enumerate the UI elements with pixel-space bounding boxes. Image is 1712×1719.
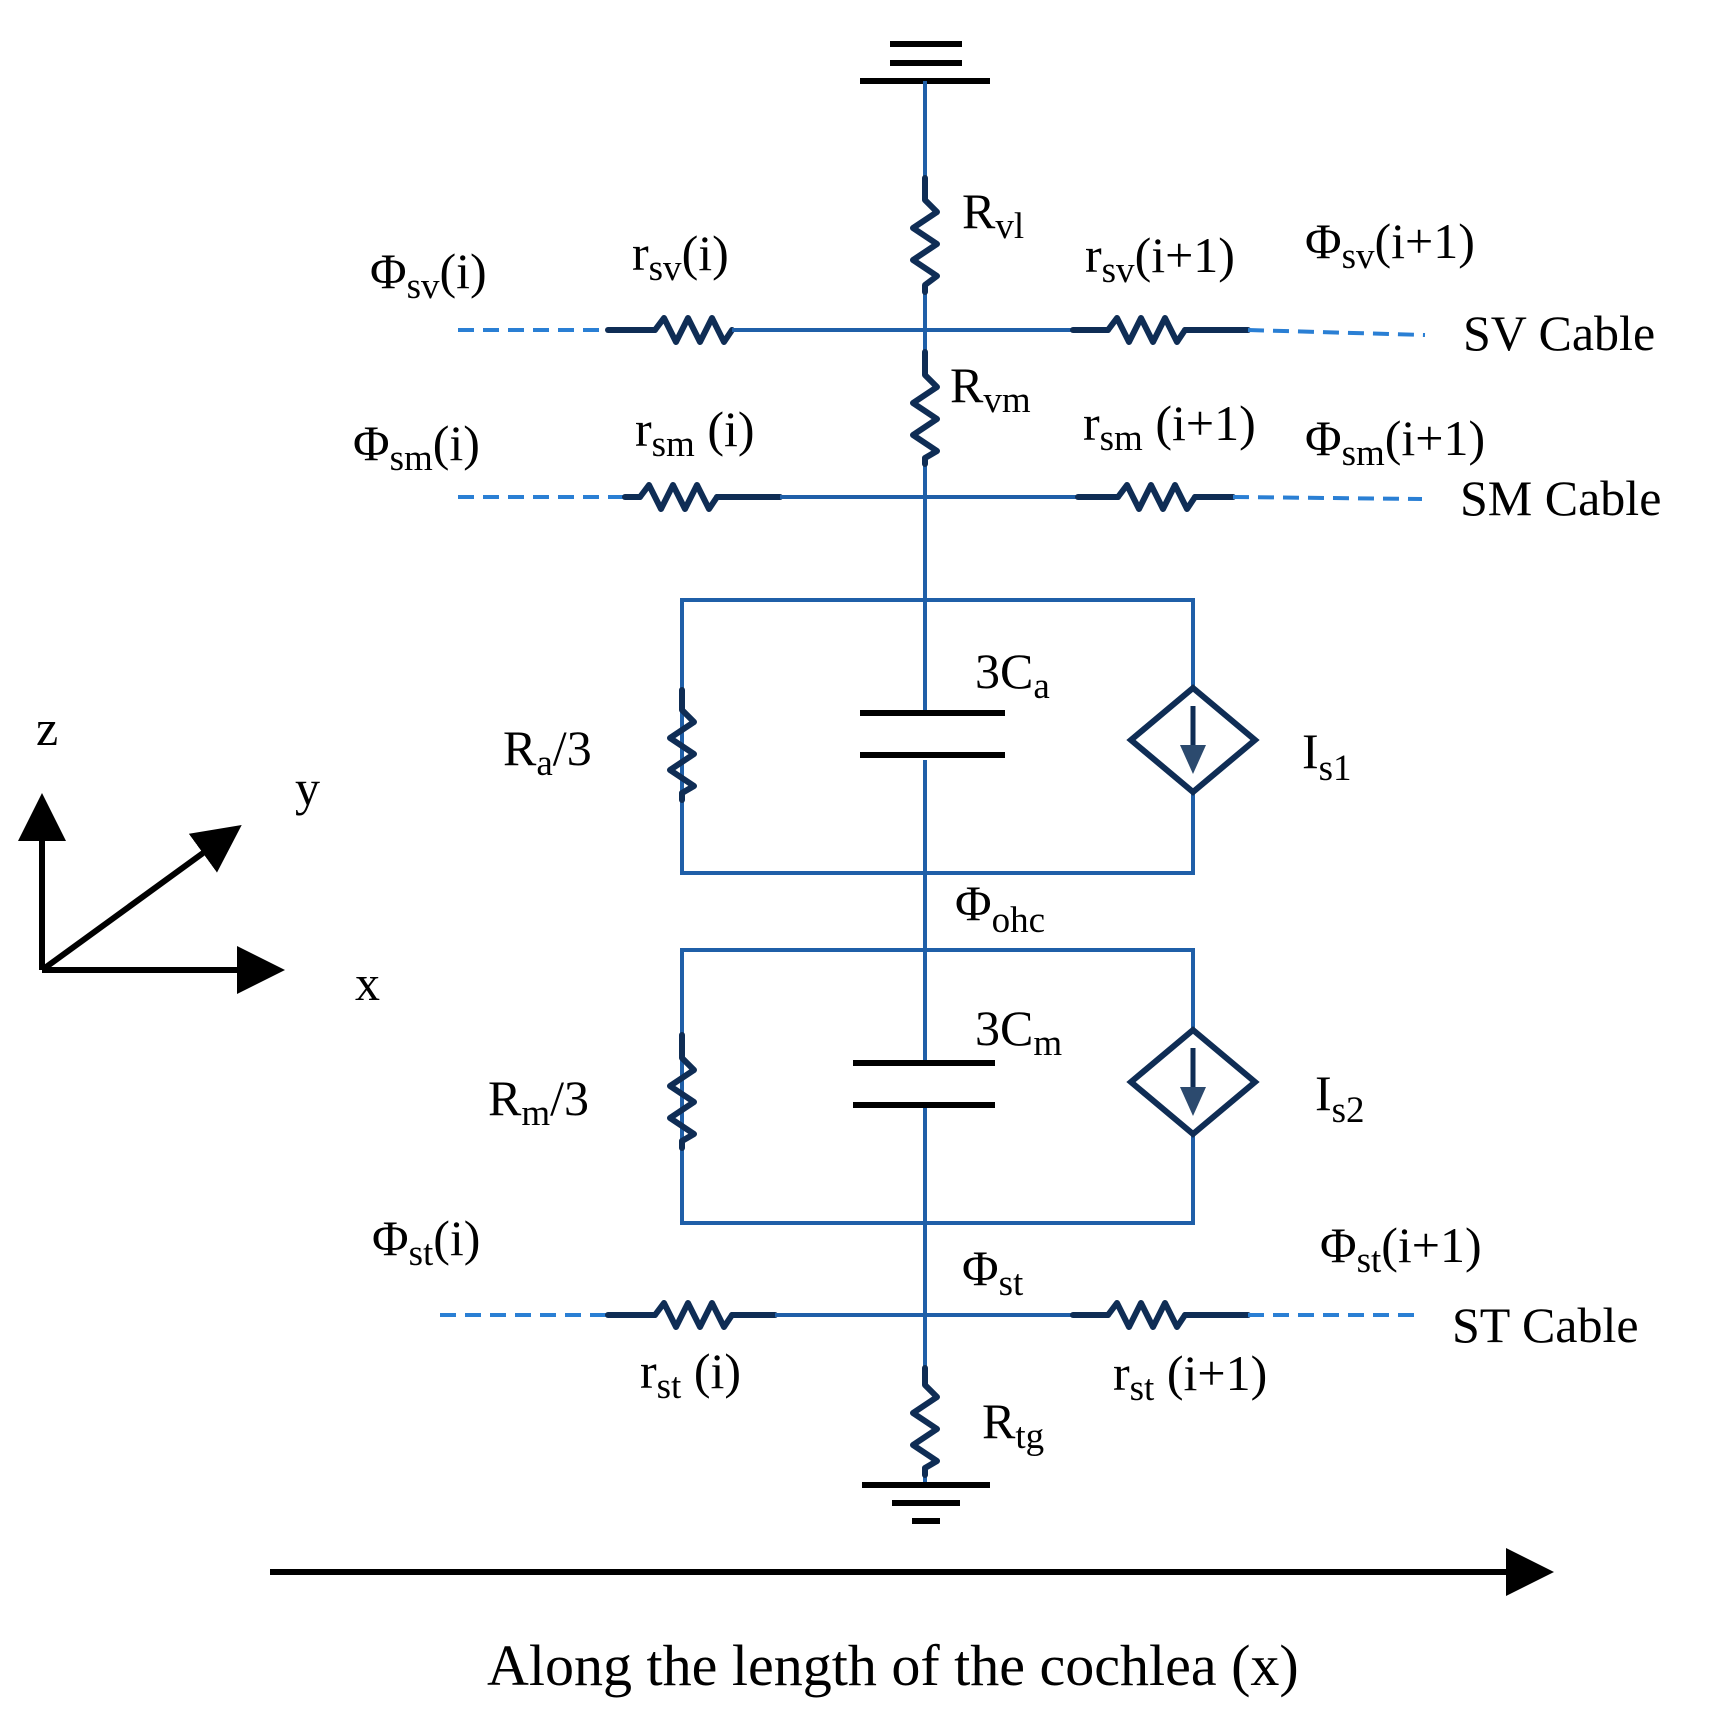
axis-label-z: z (36, 700, 58, 756)
label-rvl: Rvl (962, 183, 1024, 247)
resistor-rm3 (667, 1032, 697, 1151)
label-phi-ohc: Φohc (955, 875, 1045, 941)
basolateral-membrane-block (667, 948, 1260, 1225)
label-phi-st: Φst (962, 1240, 1024, 1304)
axis-label-x: x (355, 955, 380, 1011)
caption: Along the length of the cochlea (x) (487, 1633, 1299, 1698)
label-r-st-i1: rst (i+1) (1113, 1345, 1267, 1409)
label-sv-cable: SV Cable (1463, 305, 1655, 361)
sm-cable-line (458, 482, 1423, 512)
resistor-rvl (910, 175, 940, 295)
label-r-sv-i: rsv(i) (632, 225, 729, 289)
label-r-sm-i: rsm (i) (635, 401, 755, 465)
sv-cable-line (458, 315, 1426, 345)
resistor-ra3 (667, 687, 697, 803)
label-phi-sm-i: Φsm(i) (353, 415, 480, 479)
label-r-st-i: rst (i) (640, 1343, 741, 1407)
label-is2: Is2 (1315, 1065, 1365, 1131)
label-phi-sv-i1: Φsv(i+1) (1305, 213, 1475, 277)
label-r-sm-i1: rsm (i+1) (1083, 395, 1256, 459)
resistor-rvm (910, 349, 940, 467)
label-r-sv-i1: rsv(i+1) (1085, 227, 1235, 291)
resistor-rtg (910, 1365, 940, 1478)
label-phi-sm-i1: Φsm(i+1) (1305, 410, 1485, 474)
label-is1: Is1 (1302, 723, 1352, 789)
coordinate-axes (17, 793, 285, 994)
label-rvm: Rvm (950, 357, 1031, 421)
current-source-is2 (1126, 1026, 1260, 1138)
axis-label-y: y (295, 760, 320, 816)
label-phi-st-i: Φst(i) (372, 1210, 480, 1274)
label-st-cable: ST Cable (1452, 1297, 1639, 1353)
label-rm3: Rm/3 (488, 1070, 589, 1134)
ground-symbol-bottom (862, 1482, 990, 1524)
label-phi-st-i1: Φst(i+1) (1320, 1217, 1482, 1281)
current-source-is1 (1126, 684, 1260, 796)
st-cable-line (440, 1300, 1422, 1330)
label-3cm: 3Cm (975, 1000, 1062, 1064)
label-rtg: Rtg (982, 1393, 1044, 1457)
label-phi-sv-i: Φsv(i) (370, 243, 487, 307)
label-3ca: 3Ca (975, 643, 1050, 707)
label-sm-cable: SM Cable (1460, 470, 1661, 526)
apical-membrane-block (667, 598, 1260, 875)
label-ra3: Ra/3 (503, 720, 592, 784)
ground-symbol-top (860, 41, 990, 84)
